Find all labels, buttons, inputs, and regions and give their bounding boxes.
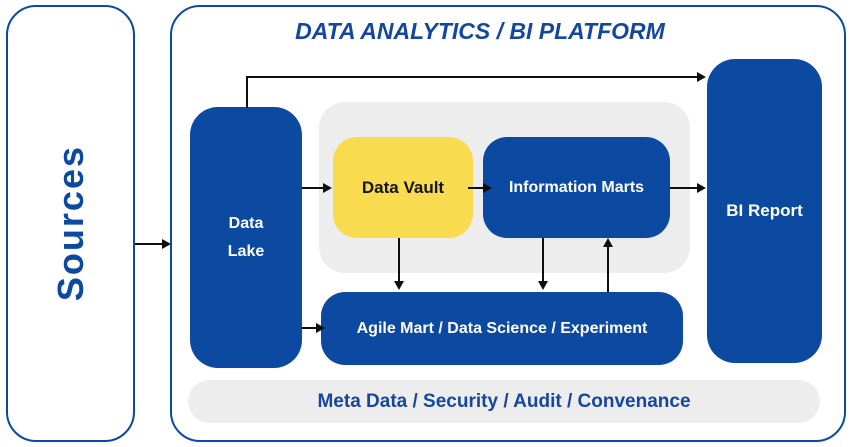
information-marts-label: Information Marts <box>508 178 645 196</box>
arrow-line <box>398 238 400 283</box>
arrow-head-down-icon <box>394 281 404 290</box>
arrow-head-right-icon <box>483 183 492 193</box>
arrow-line <box>135 243 164 245</box>
meta-services-bar: Meta Data / Security / Audit / Convenanc… <box>188 380 820 423</box>
arrow-head-right-icon <box>316 323 325 333</box>
node-agile-mart: Agile Mart / Data Science / Experiment <box>321 292 683 365</box>
arrow-head-right-icon <box>697 72 706 82</box>
node-data-lake: Data Lake <box>190 107 302 368</box>
arrow-line <box>246 76 698 78</box>
arrow-head-down-icon <box>538 281 548 290</box>
bi-report-label: BI Report <box>726 201 803 220</box>
arrow-line <box>302 187 325 189</box>
arrow-head-right-icon <box>323 183 332 193</box>
node-bi-report: BI Report <box>707 59 822 363</box>
agile-mart-label: Agile Mart / Data Science / Experiment <box>356 319 648 337</box>
data-lake-label: Data Lake <box>227 215 265 260</box>
sources-label: Sources <box>49 145 91 302</box>
node-data-vault: Data Vault <box>333 137 473 238</box>
arrow-head-up-icon <box>603 238 613 247</box>
arrow-head-right-icon <box>697 183 706 193</box>
arrow-head-right-icon <box>162 239 171 249</box>
arrow-line <box>542 238 544 283</box>
node-sources: Sources <box>6 5 135 442</box>
arrow-line <box>302 327 320 329</box>
arrow-line <box>607 246 609 292</box>
data-vault-label: Data Vault <box>361 177 445 197</box>
arrow-line <box>468 187 485 189</box>
meta-services-label: Meta Data / Security / Audit / Convenanc… <box>317 390 691 412</box>
arrow-line <box>246 77 248 108</box>
node-information-marts: Information Marts <box>483 137 670 238</box>
platform-title: DATA ANALYTICS / BI PLATFORM <box>295 18 665 44</box>
arrow-line <box>670 187 699 189</box>
